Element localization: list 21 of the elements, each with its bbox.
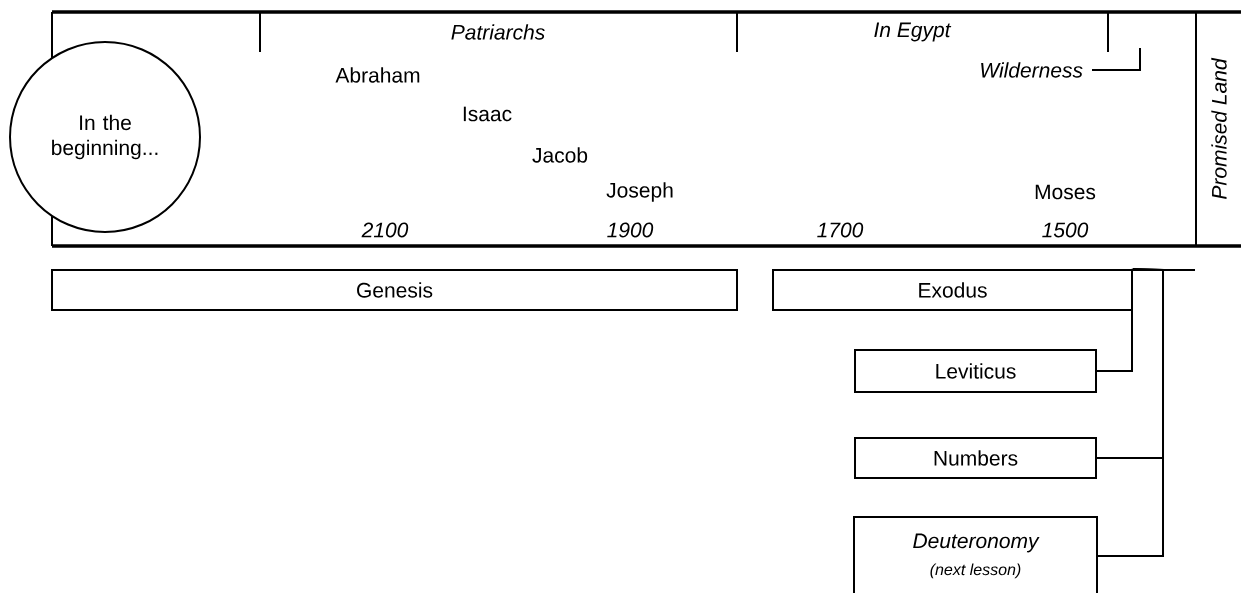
connector [1096, 268, 1164, 557]
rotated-label: Promised Land [1211, 57, 1227, 199]
connector [1096, 268, 1134, 372]
period-label: In Egypt [874, 22, 952, 42]
year-label: 1900 [607, 222, 654, 238]
period-label: Patriarchs [451, 24, 545, 40]
period-label: Wilderness [981, 62, 1083, 78]
year-label: 2100 [361, 222, 409, 238]
book-box: Deuteronomy (next lesson) [853, 516, 1098, 593]
year-label: 1500 [1042, 222, 1089, 238]
name-label: Moses [1035, 184, 1096, 200]
book-box: Genesis [51, 269, 738, 311]
book-box: Leviticus [854, 349, 1097, 393]
name-label: Joseph [606, 182, 673, 202]
name-label: Abraham [335, 67, 420, 83]
name-label: Jacob [532, 147, 588, 163]
circle-node: In the beginning... [9, 41, 201, 233]
book-box: Exodus [772, 269, 1133, 311]
name-label: Isaac [463, 106, 512, 122]
year-label: 1700 [817, 222, 864, 238]
book-box: Numbers [854, 437, 1097, 479]
